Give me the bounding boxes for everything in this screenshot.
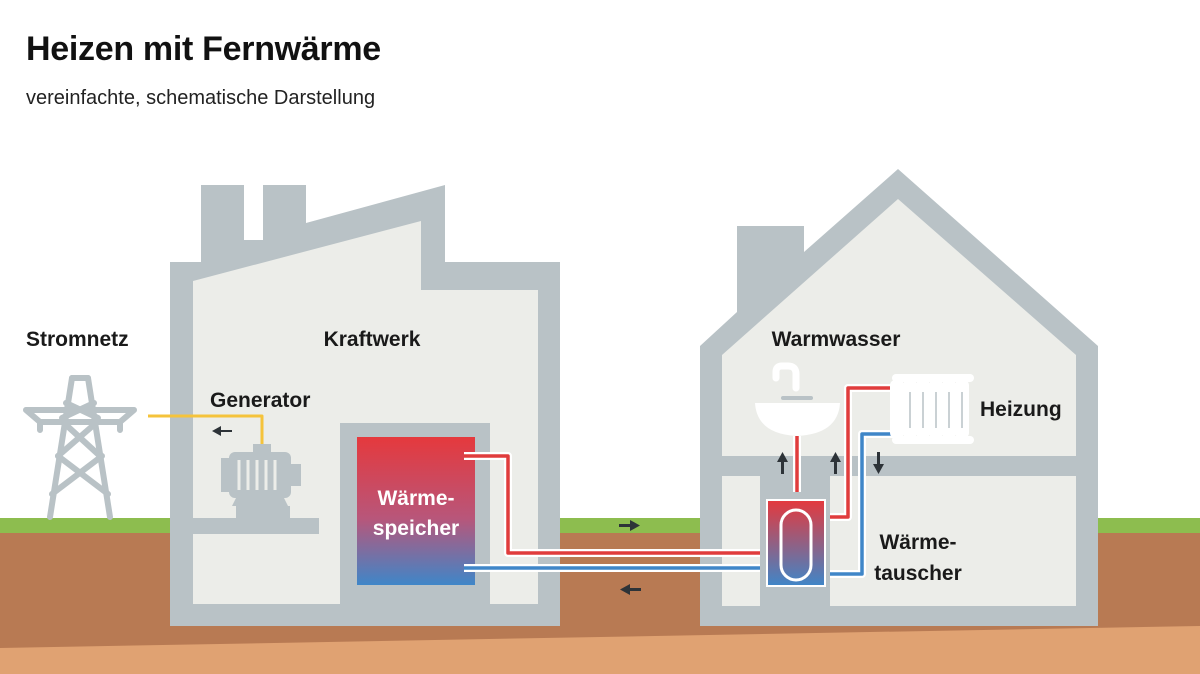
sink-faucet-icon	[755, 362, 840, 436]
page-subtitle: vereinfachte, schematische Darstellung	[26, 87, 376, 109]
label-waermespeicher: Wärme- speicher	[373, 484, 459, 544]
label-waermespeicher-line1: Wärme-	[377, 487, 455, 510]
label-waermespeicher-line2: speicher	[372, 517, 460, 540]
label-warmwasser: Warmwasser	[771, 328, 901, 351]
flow-arrow-icon-up-1	[777, 452, 788, 474]
house-lower-floor-right	[830, 476, 1076, 606]
house-lower-floor-left	[722, 476, 760, 606]
label-kraftwerk: Kraftwerk	[323, 328, 421, 351]
soil-light-band	[0, 626, 1200, 674]
flow-arrow-icons	[619, 452, 884, 595]
machine-shelf	[193, 518, 319, 534]
power-pylon-icon	[23, 375, 137, 520]
label-stromnetz: Stromnetz	[26, 328, 129, 351]
label-generator: Generator	[210, 389, 311, 412]
flow-arrow-icon-down	[873, 452, 884, 474]
label-waermetauscher-line1: Wärme-	[879, 531, 957, 554]
radiator-icon	[890, 374, 974, 444]
power-line	[148, 414, 264, 445]
cold-pipes	[464, 432, 898, 576]
generator-icon	[221, 444, 301, 518]
heat-exchanger	[760, 492, 830, 612]
flow-arrow-icon-return	[620, 584, 641, 595]
label-waermetauscher-line2: tauscher	[874, 562, 962, 585]
flow-arrow-icon-generator	[212, 426, 232, 436]
page-title: Heizen mit Fernwärme	[26, 30, 381, 68]
label-waermetauscher: Wärme- tauscher	[874, 527, 962, 589]
heating-return-pipe	[811, 432, 898, 576]
flow-arrow-icon-up-2	[830, 452, 841, 474]
label-heizung: Heizung	[980, 398, 1062, 421]
heat-storage-tank	[357, 437, 475, 585]
house-interior	[722, 199, 1076, 456]
hot-supply-pipe	[464, 454, 781, 555]
flow-arrow-icon-supply	[619, 520, 640, 531]
